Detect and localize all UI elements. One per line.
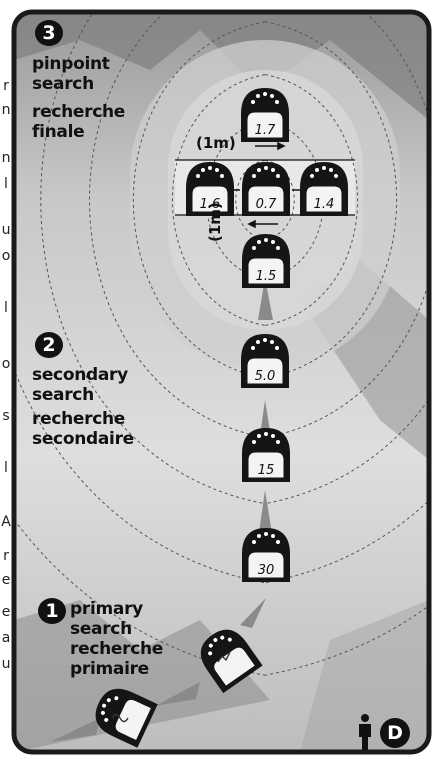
magnetic-field-lines — [14, 12, 429, 676]
field-line — [264, 74, 359, 326]
edge-letter: l — [4, 176, 8, 192]
phase-badge-secondary: 2 — [35, 332, 63, 358]
distance-readout: 0.7 — [256, 197, 277, 212]
primary-label-fr: recherche — [70, 639, 164, 659]
primary-label-fr-2: primaire — [70, 659, 149, 679]
transceiver-primary-1 — [191, 620, 264, 694]
field-line — [14, 12, 266, 676]
distance-readout: 1.4 — [314, 197, 335, 212]
corner-badge-d: D — [380, 718, 410, 748]
frame-border — [11, 9, 432, 755]
edge-letter: l — [4, 460, 8, 476]
pinpoint-label-fr: recherche — [32, 102, 126, 122]
transceiver-pinpoint-top: 1.7 — [240, 87, 290, 143]
horizontal-dimension-label: (1m) — [196, 134, 236, 152]
transceiver-secondary-2: 15 — [241, 427, 291, 483]
transceiver-pinpoint-left: 1.6 — [185, 161, 235, 217]
field-line — [171, 74, 266, 326]
transceiver-primary-2 — [87, 680, 159, 749]
distance-readout: 1.7 — [255, 123, 276, 138]
edge-letter: n — [1, 150, 11, 166]
edge-letter: l — [4, 300, 8, 316]
edge-letter: e — [1, 572, 11, 588]
vertical-dimension-label: (1m) — [206, 202, 224, 242]
field-line — [132, 21, 266, 379]
transceiver-secondary-3: 30 — [241, 527, 291, 583]
pinpoint-label-fr-2: finale — [32, 122, 85, 142]
edge-letter: o — [1, 356, 11, 372]
pinpoint-label-en-2: search — [32, 74, 94, 94]
search-path-arrows — [50, 278, 273, 742]
edge-letter: A — [1, 514, 11, 530]
secondary-label-fr: recherche — [32, 409, 126, 429]
person-icon — [359, 714, 371, 750]
edge-letter: e — [1, 604, 11, 620]
field-line — [264, 21, 398, 379]
secondary-label-fr-2: secondaire — [32, 429, 134, 449]
transceiver-pinpoint-center: 0.7 — [241, 161, 291, 217]
field-line — [264, 12, 429, 505]
edge-letter: r — [3, 548, 9, 564]
distance-readout: 1.5 — [256, 269, 277, 284]
edge-letter: n — [1, 102, 11, 118]
pinpoint-label-en: pinpoint — [32, 54, 110, 74]
distance-readout: 30 — [258, 563, 275, 578]
transceiver-secondary-1: 5.0 — [240, 333, 290, 389]
field-line — [40, 12, 266, 505]
phase-badge-pinpoint: 3 — [35, 20, 63, 46]
distance-readout: 5.0 — [255, 369, 276, 384]
edge-letter: u — [1, 222, 11, 238]
phase-badge-primary: 1 — [38, 598, 66, 624]
field-line — [264, 12, 429, 584]
primary-label-en: primary — [70, 599, 143, 619]
transceiver-pinpoint-bottom: 1.5 — [241, 233, 291, 289]
edge-letter: a — [1, 630, 11, 646]
distance-readout: 15 — [258, 463, 275, 478]
edge-letter: o — [1, 248, 11, 264]
field-line — [264, 12, 429, 439]
field-line — [89, 12, 266, 439]
field-line — [14, 12, 266, 584]
secondary-label-en-2: search — [32, 385, 94, 405]
secondary-label-en: secondary — [32, 365, 128, 385]
edge-letter: u — [1, 656, 11, 672]
transceiver-pinpoint-right: 1.4 — [299, 161, 349, 217]
edge-letter: s — [2, 408, 10, 424]
direction-arrows — [232, 141, 300, 229]
primary-label-en-2: search — [70, 619, 132, 639]
distance-readout: 1.6 — [200, 197, 221, 212]
edge-letter: r — [3, 78, 9, 94]
